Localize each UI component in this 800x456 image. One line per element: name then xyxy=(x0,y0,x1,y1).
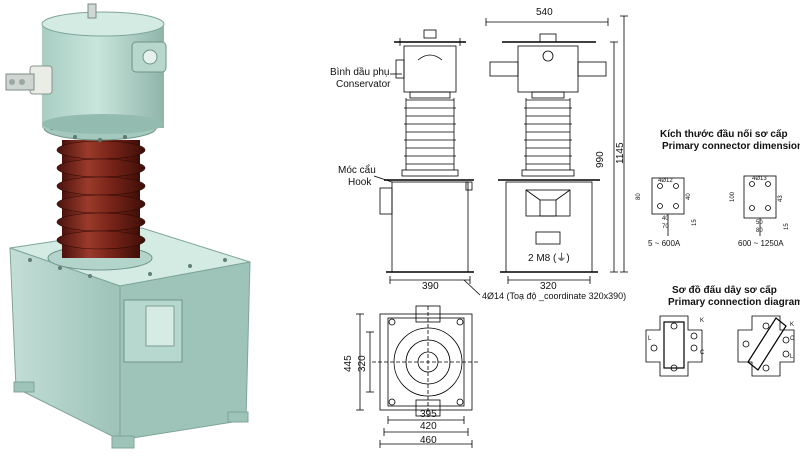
dim-height-1145: 1145 xyxy=(615,142,626,164)
conn-b-range: 600 ~ 1250A xyxy=(738,239,784,248)
conn-b-v43: 43 xyxy=(778,195,784,202)
conn-a-w70: 70 xyxy=(662,224,669,230)
dim-plan-320: 320 xyxy=(357,355,368,372)
diagram-title-vi: Sơ đồ đấu dây sơ cấp xyxy=(672,285,777,296)
plan-view xyxy=(356,305,480,448)
dim-plan-460: 460 xyxy=(420,435,437,446)
diagram-a xyxy=(645,315,703,377)
holes-label: 4Ø14 (Toạ độ _coordinate 320x390) xyxy=(482,291,627,301)
primary-terminal xyxy=(5,65,53,95)
dim-plan-395: 395 xyxy=(420,409,437,420)
hook-label-vi: Móc cẩu xyxy=(338,165,376,176)
diagram-b xyxy=(737,315,795,377)
diagram-a-mark-l: L xyxy=(648,336,652,342)
conn-b-v15: 15 xyxy=(784,223,790,230)
conn-a-w40: 40 xyxy=(662,216,669,222)
connector-title-vi: Kích thước đầu nối sơ cấp xyxy=(660,129,788,140)
conn-b-w50: 50 xyxy=(756,220,763,226)
transformer-photo xyxy=(5,3,251,449)
dim-height-990: 990 xyxy=(595,151,606,168)
connector-b xyxy=(743,175,777,236)
conn-b-hole: 4Ø13 xyxy=(752,176,767,182)
diagram-b-mark-c: C xyxy=(790,336,795,342)
conn-a-v15: 15 xyxy=(692,219,698,226)
diagram-a-mark-k: K xyxy=(700,318,705,324)
ground-label: 2 M8 (⏚) xyxy=(528,253,570,264)
conn-b-h100: 100 xyxy=(730,191,736,202)
hook-label-en: Hook xyxy=(348,177,372,188)
conn-b-w80: 80 xyxy=(756,228,763,234)
dim-plan-420: 420 xyxy=(420,421,437,432)
conn-a-h80: 80 xyxy=(636,193,642,200)
porcelain-insulator xyxy=(56,140,146,258)
diagram-b-mark-l: L xyxy=(790,354,794,360)
dim-plan-445: 445 xyxy=(343,355,354,372)
side-view xyxy=(379,29,474,284)
top-head xyxy=(41,3,167,134)
diagram-b-mark-k: K xyxy=(790,322,795,328)
conn-a-range: 5 ~ 600A xyxy=(648,239,681,248)
technical-drawing xyxy=(356,15,795,448)
conn-a-v40: 40 xyxy=(686,193,692,200)
dim-top-width: 540 xyxy=(536,7,553,18)
front-view xyxy=(485,15,628,284)
conn-a-hole: 4Ø12 xyxy=(658,178,673,184)
diagram-title-en: Primary connection diagram xyxy=(668,297,800,308)
connector-title-en: Primary connector dimensions xyxy=(662,141,800,152)
diagram-a-mark-c: C xyxy=(700,350,705,356)
conservator-label-en: Conservator xyxy=(336,79,391,90)
conservator-label-vi: Bình dầu phụ xyxy=(330,67,390,78)
connector-a xyxy=(651,177,685,236)
dim-base-320: 320 xyxy=(540,281,557,292)
dim-base-390: 390 xyxy=(422,281,439,292)
